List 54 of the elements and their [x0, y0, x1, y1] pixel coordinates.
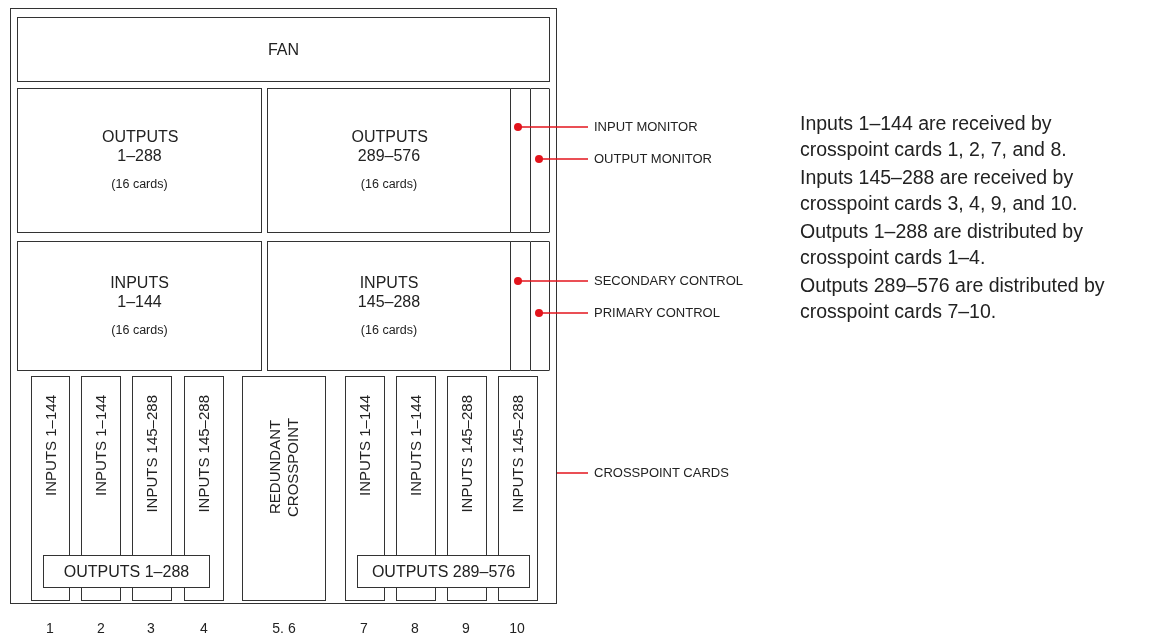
bay-label: INPUTS 145–288 — [356, 272, 422, 311]
card-slot — [530, 241, 550, 371]
card-label: INPUTS 1–144 — [92, 395, 110, 496]
leader-line — [514, 123, 589, 131]
outputs-band — [43, 555, 210, 588]
card-label: INPUTS 145–288 — [195, 395, 213, 513]
note-text: Outputs 289–576 are distributed by crosspoint cards 7–10. — [800, 273, 1106, 324]
callout-label: PRIMARY CONTROL — [594, 304, 720, 322]
bay-label: FAN — [267, 40, 300, 59]
output-card-bay — [267, 88, 511, 233]
input-card-bay — [267, 241, 511, 371]
output-card-bay — [17, 88, 262, 233]
slot-number: 1 — [45, 620, 55, 633]
bay-label: OUTPUTS 1–288 — [102, 127, 177, 165]
bay-label: OUTPUTS 1–288 — [63, 562, 190, 581]
card-count: (16 cards) — [111, 176, 168, 193]
card-count: (16 cards) — [111, 321, 168, 339]
slot-number: 4 — [199, 620, 209, 633]
card-label: INPUTS 145–288 — [509, 395, 527, 513]
outputs-band — [357, 555, 530, 588]
chassis-frame — [10, 8, 557, 604]
fan-panel — [17, 17, 550, 82]
slot-number: 10 — [508, 620, 526, 633]
card-label: INPUTS 1–144 — [356, 395, 374, 496]
slot-number: 2 — [96, 620, 106, 633]
leader-line — [556, 472, 589, 474]
note-text: Inputs 1–144 are received by crosspoint cards 1, 2, 7, and 8. — [800, 111, 1068, 162]
leader-line — [535, 155, 589, 163]
callout-label: OUTPUT MONITOR — [594, 150, 712, 168]
slot-number: 5. 6 — [271, 620, 297, 633]
input-card-bay — [17, 241, 262, 371]
callout-label: CROSSPOINT CARDS — [594, 464, 729, 482]
card-slot — [530, 88, 550, 233]
leader-line — [535, 309, 589, 317]
card-count: (16 cards) — [360, 321, 418, 339]
card-label: INPUTS 145–288 — [143, 395, 161, 513]
card-count: (16 cards) — [360, 176, 418, 193]
bay-label: OUTPUTS 289–576 — [371, 562, 516, 581]
card-label: INPUTS 1–144 — [407, 395, 425, 496]
callout-label: SECONDARY CONTROL — [594, 272, 744, 290]
bay-label: OUTPUTS 289–576 — [351, 127, 427, 165]
note-text: Inputs 145–288 are received by crosspoint cards 3, 4, 9, and 10. — [800, 165, 1079, 216]
bay-label: INPUTS 1–144 — [109, 272, 170, 311]
card-label: INPUTS 1–144 — [41, 395, 60, 496]
slot-number: 8 — [410, 620, 420, 633]
leader-line — [514, 277, 589, 285]
crosspoint-card — [242, 376, 326, 601]
slot-number: 9 — [461, 620, 471, 633]
slot-number: 7 — [359, 620, 369, 633]
card-label: INPUTS 145–288 — [458, 395, 476, 513]
card-label: REDUNDANT CROSSPOINT — [266, 416, 302, 519]
slot-number: 3 — [146, 620, 156, 633]
callout-label: INPUT MONITOR — [594, 118, 698, 136]
note-text: Outputs 1–288 are distributed by crosspoint cards 1–4. — [800, 219, 1084, 270]
